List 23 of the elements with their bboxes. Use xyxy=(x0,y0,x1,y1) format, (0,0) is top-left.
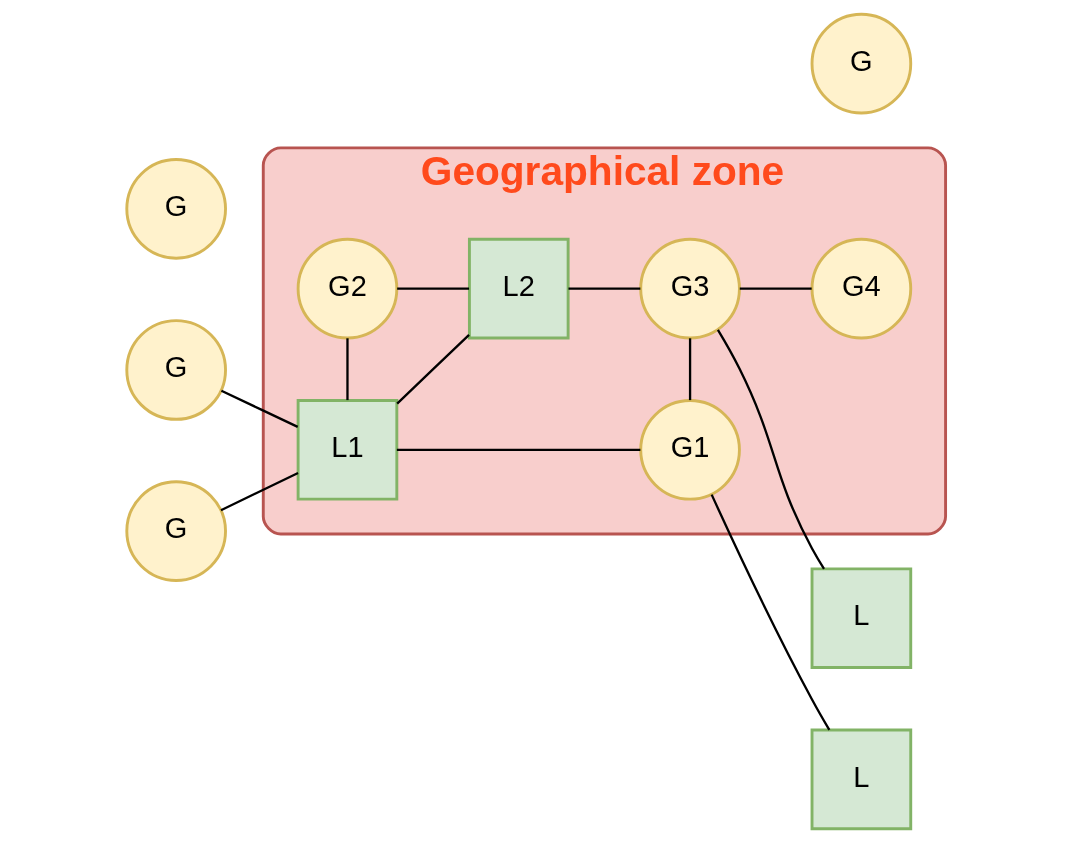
node-box: L xyxy=(810,567,912,670)
node-circle: G1 xyxy=(638,399,741,501)
node-box: L2 xyxy=(467,237,570,340)
node-circle: G xyxy=(810,12,912,115)
connector xyxy=(396,287,469,290)
connector xyxy=(739,287,812,290)
node-box: L xyxy=(810,728,912,831)
node-circle: G2 xyxy=(296,237,398,340)
connector xyxy=(345,338,349,401)
connector xyxy=(716,329,825,570)
node-circle: G xyxy=(124,158,227,260)
connector xyxy=(220,389,298,428)
connector xyxy=(710,494,830,731)
connector xyxy=(688,338,691,401)
node-circle: G xyxy=(124,480,227,582)
connector xyxy=(568,287,640,290)
connector xyxy=(395,334,470,405)
node-circle: G3 xyxy=(638,237,741,340)
node-circle: G xyxy=(124,319,227,421)
node-circle: G4 xyxy=(810,237,912,340)
node-box: L1 xyxy=(296,399,398,501)
connector xyxy=(396,448,640,451)
connector xyxy=(219,471,299,512)
